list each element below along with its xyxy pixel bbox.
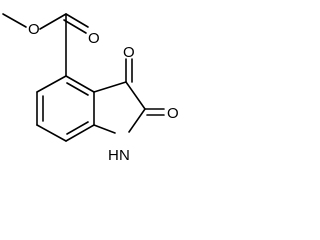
bond-ester-c-o-1 — [65, 13, 89, 28]
ester-carbonyl-oxygen-label: O — [88, 30, 100, 47]
bond-c2-n1 — [128, 108, 146, 133]
bond-c3-c2 — [125, 81, 146, 110]
ester-oxygen-label: O — [28, 21, 40, 38]
bond-o-carbonyl — [39, 13, 67, 30]
bond-ester-c-o-2 — [63, 19, 87, 34]
c2-carbonyl-oxygen-label: O — [167, 105, 179, 122]
nh-nitrogen-label: N — [119, 147, 130, 164]
c3-carbonyl-oxygen-label: O — [123, 44, 135, 61]
bond-methyl-o — [2, 13, 27, 28]
bond-n1-c7a — [93, 124, 116, 134]
bond-c7-c6 — [36, 124, 67, 142]
nh-hydrogen-label: H — [108, 147, 119, 164]
bond-c5-c4 — [36, 75, 67, 93]
bond-c4-c3a — [65, 75, 95, 93]
bond-c7a-c7 — [65, 124, 95, 142]
bond-c3a-c3 — [93, 81, 127, 93]
bond-inner-c7a-c7 — [66, 121, 89, 135]
isatin-methyl-ester-structure: O O O O H N — [2, 13, 179, 164]
bond-inner-c4-c3a — [66, 82, 89, 96]
